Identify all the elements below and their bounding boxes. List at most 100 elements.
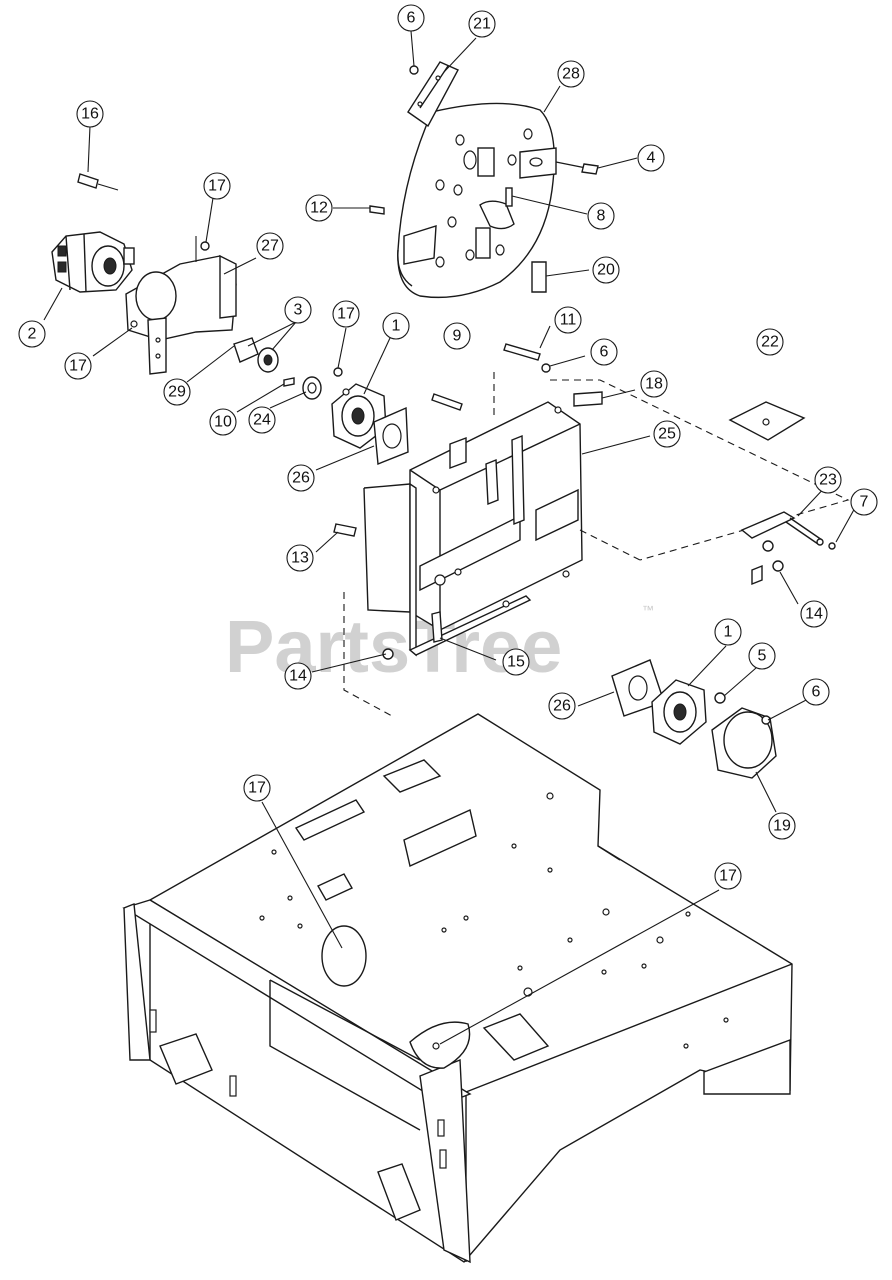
round-plate-part-28 bbox=[397, 102, 555, 299]
callout-26-lower[interactable]: 26 bbox=[548, 692, 576, 720]
callout-15[interactable]: 15 bbox=[502, 648, 530, 676]
callout-17-base-right[interactable]: 17 bbox=[714, 862, 742, 890]
callout-17-base-left[interactable]: 17 bbox=[243, 774, 271, 802]
svg-text:10: 10 bbox=[214, 414, 232, 431]
svg-text:17: 17 bbox=[337, 306, 355, 323]
callout-26-upper[interactable]: 26 bbox=[287, 464, 315, 492]
callout-6-lower[interactable]: 6 bbox=[802, 678, 830, 706]
svg-text:17: 17 bbox=[248, 780, 266, 797]
leader-lines bbox=[43, 30, 857, 1045]
base-enclosure bbox=[122, 713, 793, 1264]
bolt-part-9 bbox=[431, 393, 463, 411]
bolt-part-13 bbox=[333, 523, 357, 537]
svg-text:13: 13 bbox=[291, 550, 309, 567]
callout-17-motor-bracket[interactable]: 17 bbox=[332, 300, 360, 328]
callout-11[interactable]: 11 bbox=[554, 306, 582, 334]
pin-part-8 bbox=[505, 187, 513, 207]
plate-part-22 bbox=[728, 401, 806, 441]
svg-text:17: 17 bbox=[69, 358, 87, 375]
callout-3[interactable]: 3 bbox=[284, 296, 312, 324]
callout-5[interactable]: 5 bbox=[748, 642, 776, 670]
callout-22[interactable]: 22 bbox=[756, 328, 784, 356]
bolt-part-12 bbox=[369, 205, 385, 215]
svg-text:7: 7 bbox=[860, 494, 869, 511]
callout-20[interactable]: 20 bbox=[592, 256, 620, 284]
callout-29[interactable]: 29 bbox=[163, 378, 191, 406]
callout-17-upper[interactable]: 17 bbox=[203, 172, 231, 200]
svg-text:6: 6 bbox=[812, 684, 821, 701]
callout-16[interactable]: 16 bbox=[76, 100, 104, 128]
svg-text:3: 3 bbox=[294, 302, 303, 319]
callout-6-mid[interactable]: 6 bbox=[590, 338, 618, 366]
watermark-trademark: ™ bbox=[642, 603, 654, 617]
plate-part-26-lower bbox=[611, 659, 665, 717]
svg-text:26: 26 bbox=[292, 470, 310, 487]
svg-text:12: 12 bbox=[310, 200, 328, 217]
svg-text:9: 9 bbox=[453, 328, 462, 345]
callout-7[interactable]: 7 bbox=[850, 488, 878, 516]
callouts: 6 21 28 16 4 17 12 8 27 20 2 3 17 1 9 11… bbox=[18, 4, 878, 890]
svg-text:28: 28 bbox=[562, 66, 580, 83]
callout-1-upper[interactable]: 1 bbox=[382, 312, 410, 340]
callout-17-left[interactable]: 17 bbox=[64, 352, 92, 380]
svg-text:24: 24 bbox=[253, 412, 271, 429]
latch-part-23 bbox=[740, 511, 836, 552]
dashed-guide-4 bbox=[579, 529, 641, 561]
nut-part-14-right bbox=[772, 560, 784, 572]
shim-part-18 bbox=[573, 391, 603, 407]
callout-14-left[interactable]: 14 bbox=[284, 662, 312, 690]
svg-text:25: 25 bbox=[658, 426, 676, 443]
svg-text:15: 15 bbox=[507, 654, 525, 671]
bolt-part-15 bbox=[431, 611, 443, 643]
callout-13[interactable]: 13 bbox=[286, 544, 314, 572]
callout-25[interactable]: 25 bbox=[653, 420, 681, 448]
svg-text:5: 5 bbox=[758, 648, 767, 665]
dashed-guide-2 bbox=[550, 379, 850, 561]
callout-12[interactable]: 12 bbox=[305, 194, 333, 222]
svg-text:20: 20 bbox=[597, 262, 615, 279]
svg-text:14: 14 bbox=[289, 668, 307, 685]
callout-23[interactable]: 23 bbox=[814, 466, 842, 494]
dashed-guide-3 bbox=[343, 592, 393, 717]
svg-text:8: 8 bbox=[597, 208, 606, 225]
bracket-part-21 bbox=[407, 61, 459, 128]
nut-part-6-mid bbox=[541, 363, 551, 373]
svg-text:2: 2 bbox=[28, 326, 37, 343]
bracket-part-20 bbox=[531, 261, 547, 293]
callout-4[interactable]: 4 bbox=[637, 144, 665, 172]
nut-part-17-mid bbox=[333, 367, 343, 377]
washer-part-5 bbox=[714, 692, 726, 704]
svg-text:23: 23 bbox=[819, 472, 837, 489]
bearing-part-1-upper bbox=[331, 383, 387, 449]
bolt-part-16 bbox=[77, 173, 99, 189]
callout-14-right[interactable]: 14 bbox=[800, 600, 828, 628]
bracket-part-4 bbox=[519, 147, 599, 179]
callout-18[interactable]: 18 bbox=[640, 370, 668, 398]
svg-text:6: 6 bbox=[600, 344, 609, 361]
svg-text:26: 26 bbox=[553, 698, 571, 715]
watermark-text: PartsTree bbox=[225, 605, 562, 688]
bearing-part-1-lower bbox=[651, 679, 707, 745]
callout-2[interactable]: 2 bbox=[18, 320, 46, 348]
callout-21[interactable]: 21 bbox=[468, 10, 496, 38]
callout-19[interactable]: 19 bbox=[768, 812, 796, 840]
svg-text:11: 11 bbox=[560, 312, 577, 329]
svg-text:1: 1 bbox=[724, 624, 733, 641]
callout-9[interactable]: 9 bbox=[443, 322, 471, 350]
callout-10[interactable]: 10 bbox=[209, 408, 237, 436]
svg-text:4: 4 bbox=[647, 150, 656, 167]
svg-text:1: 1 bbox=[392, 318, 401, 335]
svg-text:27: 27 bbox=[261, 238, 279, 255]
callout-27[interactable]: 27 bbox=[256, 232, 284, 260]
svg-text:17: 17 bbox=[719, 868, 737, 885]
callout-1-lower[interactable]: 1 bbox=[714, 618, 742, 646]
callout-6-top[interactable]: 6 bbox=[397, 4, 425, 32]
callout-24[interactable]: 24 bbox=[248, 406, 276, 434]
callout-28[interactable]: 28 bbox=[557, 60, 585, 88]
callout-8[interactable]: 8 bbox=[587, 202, 615, 230]
coupling-part-3 bbox=[233, 337, 279, 373]
pin-part-11 bbox=[503, 343, 541, 361]
nut-part-6-top bbox=[409, 65, 419, 75]
gear-motor-part-2 bbox=[51, 231, 135, 293]
